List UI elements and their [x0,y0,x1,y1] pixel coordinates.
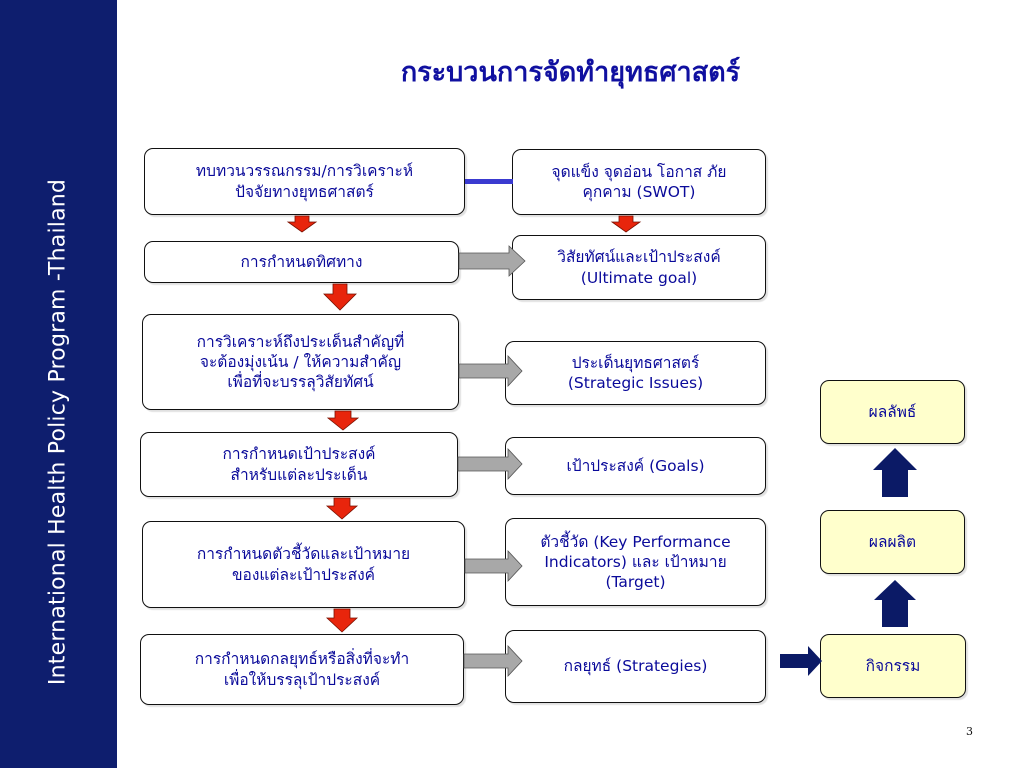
process-step-set-goals: การกำหนดเป้าประสงค์ สำหรับแต่ละประเด็น [140,432,458,497]
result-label: ผลลัพธ์ [868,402,917,421]
slide-title: กระบวนการจัดทำยุทธศาสตร์ [400,57,741,88]
right-arrow-icon [464,549,523,583]
right-arrow-icon [458,354,523,388]
process-step-label: การกำหนดกลยุทธ์หรือสิ่งที่จะทำ เพื่อให้บ… [194,650,410,689]
process-step-label: การกำหนดทิศทาง [240,252,363,271]
result-label: กิจกรรม [865,656,921,675]
down-arrow-icon [610,215,642,233]
sidebar: International Health Policy Program -Tha… [0,0,117,768]
process-step-set-strategies: การกำหนดกลยุทธ์หรือสิ่งที่จะทำ เพื่อให้บ… [140,634,464,705]
down-arrow-icon [325,608,359,633]
right-arrow-icon [780,646,822,676]
connector-line [465,179,513,184]
up-arrow-icon [874,580,916,627]
down-arrow-icon [325,497,359,520]
output-goals: เป้าประสงค์ (Goals) [505,437,766,495]
process-step-label: การกำหนดตัวชี้วัดและเป้าหมาย ของแต่ละเป้… [196,545,411,584]
result-outcome: ผลลัพธ์ [820,380,965,444]
output-label: เป้าประสงค์ (Goals) [566,456,705,475]
process-step-literature-review: ทบทวนวรรณกรรม/การวิเคราะห์ ปัจจัยทางยุทธ… [144,148,465,215]
output-strategic-issues: ประเด็นยุทธศาสตร์ (Strategic Issues) [505,341,766,405]
page-number: 3 [966,725,973,738]
process-step-label: การกำหนดเป้าประสงค์ สำหรับแต่ละประเด็น [222,445,376,484]
result-output: ผลผลิต [820,510,965,574]
process-step-label: การวิเคราะห์ถึงประเด็นสำคัญที่ จะต้องมุ่… [196,332,405,392]
output-kpi-target: ตัวชี้วัด (Key Performance Indicators) แ… [505,518,766,606]
process-step-set-indicators: การกำหนดตัวชี้วัดและเป้าหมาย ของแต่ละเป้… [142,521,465,608]
result-activity: กิจกรรม [820,634,966,698]
output-swot: จุดแข็ง จุดอ่อน โอกาส ภัย คุกคาม (SWOT) [512,149,766,215]
output-label: กลยุทธ์ (Strategies) [563,657,708,676]
right-arrow-icon [463,644,523,678]
process-step-key-issues-analysis: การวิเคราะห์ถึงประเด็นสำคัญที่ จะต้องมุ่… [142,314,459,410]
down-arrow-icon [286,215,318,233]
right-arrow-icon [457,447,523,481]
process-step-set-direction: การกำหนดทิศทาง [144,241,459,283]
result-label: ผลผลิต [868,532,917,551]
output-label: วิสัยทัศน์และเป้าประสงค์ (Ultimate goal) [557,248,721,287]
output-strategies: กลยุทธ์ (Strategies) [505,630,766,703]
output-label: ประเด็นยุทธศาสตร์ (Strategic Issues) [567,353,704,392]
down-arrow-icon [323,283,357,311]
process-step-label: ทบทวนวรรณกรรม/การวิเคราะห์ ปัจจัยทางยุทธ… [195,162,414,201]
output-vision-goal: วิสัยทัศน์และเป้าประสงค์ (Ultimate goal) [512,235,766,300]
output-label: ตัวชี้วัด (Key Performance Indicators) แ… [540,532,731,592]
down-arrow-icon [326,410,360,431]
up-arrow-icon [873,448,917,497]
right-arrow-icon [458,245,526,277]
output-label: จุดแข็ง จุดอ่อน โอกาส ภัย คุกคาม (SWOT) [551,162,727,201]
